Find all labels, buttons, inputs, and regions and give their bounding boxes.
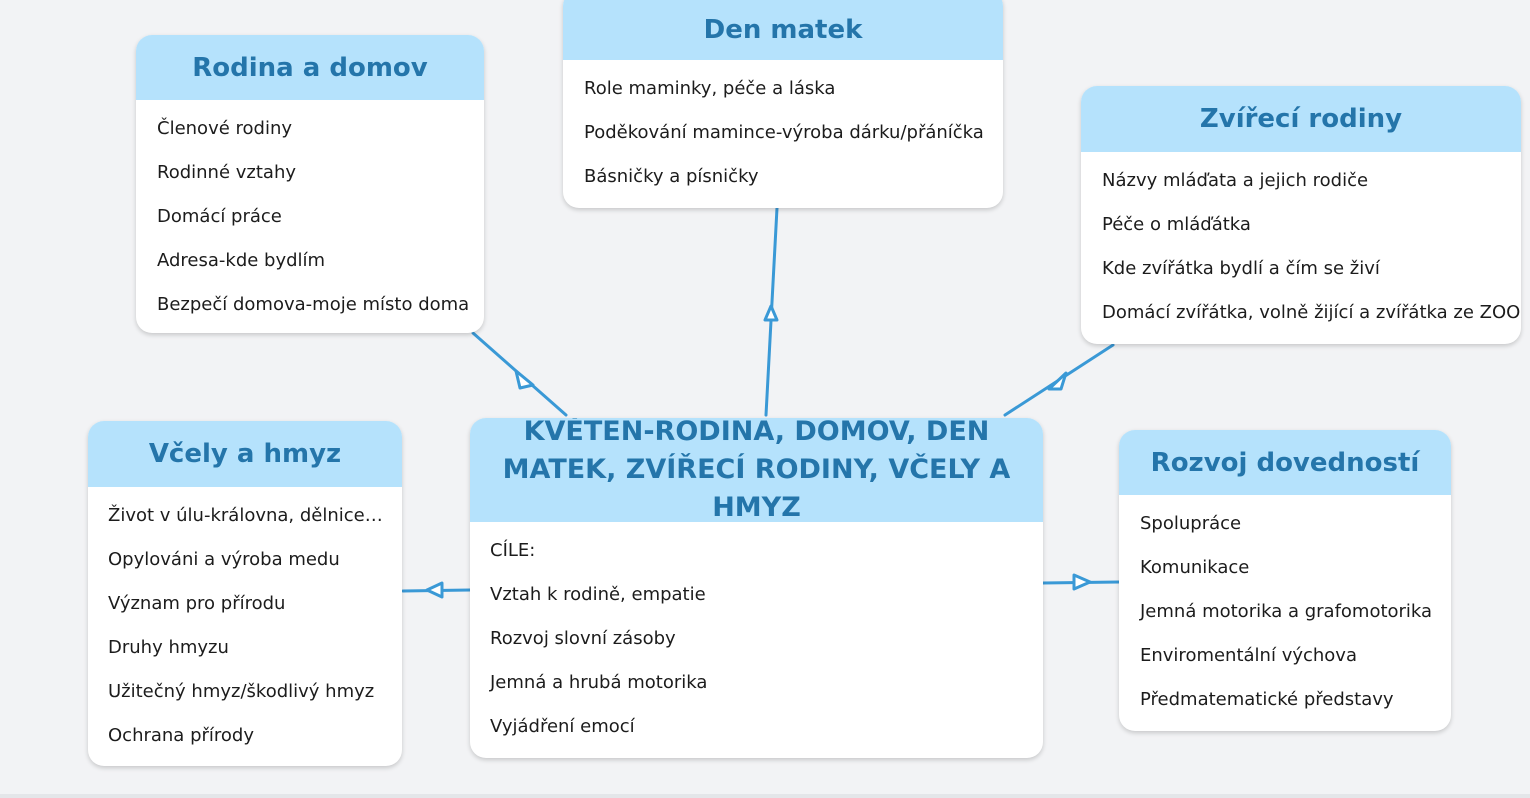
list-item: Bezpečí domova-moje místo doma bbox=[157, 294, 470, 315]
topic-items-rozvoj-dovednosti: Spolupráce Komunikace Jemná motorika a g… bbox=[1119, 495, 1451, 730]
arrowhead-den-matek bbox=[763, 304, 779, 322]
topic-items-vcely-a-hmyz: Život v úlu-královna, dělnice… Opylováni… bbox=[88, 487, 402, 766]
goals-heading: CÍLE: bbox=[490, 540, 536, 561]
list-item: Péče o mláďátka bbox=[1102, 214, 1251, 235]
central-topic-card[interactable]: KVĚTEN-RODINA, DOMOV, DEN MATEK, ZVÍŘECÍ… bbox=[470, 418, 1043, 758]
arrowhead-rodina-a-domov bbox=[514, 369, 535, 390]
list-item: Básničky a písničky bbox=[584, 166, 759, 187]
list-item: Život v úlu-královna, dělnice… bbox=[108, 505, 383, 526]
list-item: Enviromentální výchova bbox=[1140, 645, 1357, 666]
list-item: Rodinné vztahy bbox=[157, 162, 296, 183]
topic-items-zvireci-rodiny: Názvy mláďata a jejich rodiče Péče o mlá… bbox=[1081, 152, 1521, 343]
topic-title-vcely-a-hmyz: Včely a hmyz bbox=[88, 421, 402, 487]
arrowhead-zvireci-rodiny bbox=[1047, 371, 1068, 391]
list-item: Jemná a hrubá motorika bbox=[490, 672, 708, 693]
list-item: Vztah k rodině, empatie bbox=[490, 584, 706, 605]
list-item: Poděkování mamince-výroba dárku/přáníčka bbox=[584, 122, 984, 143]
list-item: Jemná motorika a grafomotorika bbox=[1140, 601, 1433, 622]
topic-card-rozvoj-dovednosti[interactable]: Rozvoj dovedností Spolupráce Komunikace … bbox=[1119, 430, 1451, 731]
list-item: Ochrana přírody bbox=[108, 725, 254, 746]
list-item: Role maminky, péče a láska bbox=[584, 78, 836, 99]
list-item: Význam pro přírodu bbox=[108, 593, 286, 614]
topic-title-rodina-a-domov: Rodina a domov bbox=[136, 35, 484, 100]
topic-items-den-matek: Role maminky, péče a láska Poděkování ma… bbox=[563, 60, 1003, 207]
list-item: Domácí práce bbox=[157, 206, 282, 227]
central-topic-title: KVĚTEN-RODINA, DOMOV, DEN MATEK, ZVÍŘECÍ… bbox=[470, 418, 1043, 523]
topic-title-zvireci-rodiny: Zvířecí rodiny bbox=[1081, 86, 1521, 152]
list-item: Vyjádření emocí bbox=[490, 716, 635, 737]
list-item: Opylováni a výroba medu bbox=[108, 549, 340, 570]
topic-card-rodina-a-domov[interactable]: Rodina a domov Členové rodiny Rodinné vz… bbox=[136, 35, 484, 333]
list-item: Kde zvířátka bydlí a čím se živí bbox=[1102, 258, 1380, 279]
arrowhead-vcely-a-hmyz bbox=[425, 581, 444, 599]
list-item: Rozvoj slovní zásoby bbox=[490, 628, 676, 649]
list-item: Domácí zvířátka, volně žijící a zvířátka… bbox=[1102, 302, 1521, 323]
list-item: Předmatematické představy bbox=[1140, 689, 1394, 710]
topic-card-zvireci-rodiny[interactable]: Zvířecí rodiny Názvy mláďata a jejich ro… bbox=[1081, 86, 1521, 344]
topic-items-rodina-a-domov: Členové rodiny Rodinné vztahy Domácí prá… bbox=[136, 100, 484, 333]
topic-card-den-matek[interactable]: Den matek Role maminky, péče a láska Pod… bbox=[563, 0, 1003, 208]
topic-card-vcely-a-hmyz[interactable]: Včely a hmyz Život v úlu-královna, dělni… bbox=[88, 421, 402, 766]
list-item: Adresa-kde bydlím bbox=[157, 250, 326, 271]
topic-title-den-matek: Den matek bbox=[563, 0, 1003, 60]
list-item: Názvy mláďata a jejich rodiče bbox=[1102, 170, 1369, 191]
central-topic-goals: CÍLE: Vztah k rodině, empatie Rozvoj slo… bbox=[470, 522, 1043, 757]
list-item: Druhy hmyzu bbox=[108, 637, 229, 658]
arrowhead-rozvoj-dovednosti bbox=[1072, 573, 1092, 591]
list-item: Členové rodiny bbox=[157, 118, 293, 139]
list-item: Komunikace bbox=[1140, 557, 1250, 578]
bottom-divider bbox=[0, 794, 1530, 798]
list-item: Užitečný hmyz/škodlivý hmyz bbox=[108, 681, 375, 702]
list-item: Spolupráce bbox=[1140, 513, 1242, 534]
topic-title-rozvoj-dovednosti: Rozvoj dovedností bbox=[1119, 430, 1451, 495]
